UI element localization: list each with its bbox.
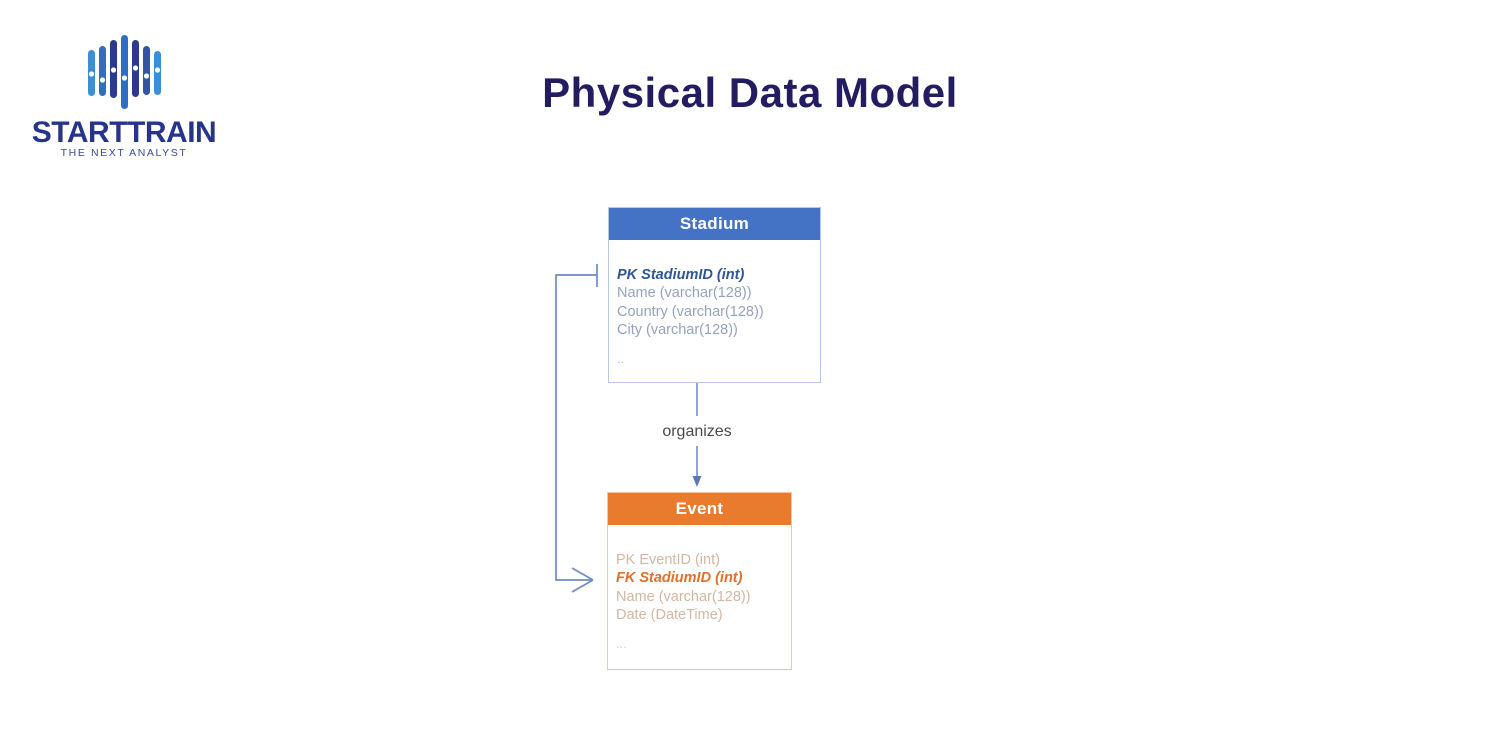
field-event-name: Name (varchar(128)) — [616, 588, 751, 605]
entity-stadium-fields: PK StadiumID (int) Name (varchar(128)) C… — [609, 240, 820, 378]
field-stadium-pk: PK StadiumID (int) — [617, 267, 745, 283]
barcode-bars-logo-icon — [86, 34, 170, 112]
field-event-date: Date (DateTime) — [616, 607, 723, 624]
relationship-label-organizes: organizes — [662, 423, 732, 440]
brand-wordmark: STARTTRAIN — [31, 116, 217, 149]
field-stadium-more: .. — [617, 350, 625, 366]
field-event-fk: FK StadiumID (int) — [616, 570, 743, 587]
fk-relationship-line — [555, 274, 597, 581]
page-title: Physical Data Model — [542, 69, 958, 116]
entity-stadium-title: Stadium — [609, 208, 820, 240]
crows-foot-upper — [571, 567, 594, 581]
entity-stadium[interactable]: Stadium PK StadiumID (int) Name (varchar… — [608, 207, 821, 383]
field-stadium-city: City (varchar(128)) — [617, 322, 738, 339]
brand-logo: STARTTRAIN THE NEXT ANALYST — [24, 30, 224, 162]
entity-event-fields: PK EventID (int) FK StadiumID (int) Name… — [608, 525, 791, 663]
field-stadium-name: Name (varchar(128)) — [617, 285, 752, 302]
field-event-more: ... — [616, 635, 627, 651]
entity-event[interactable]: Event PK EventID (int) FK StadiumID (int… — [607, 492, 792, 670]
field-event-pk: PK EventID (int) — [616, 552, 720, 568]
field-stadium-country: Country (varchar(128)) — [617, 303, 764, 320]
entity-event-title: Event — [608, 493, 791, 525]
brand-tagline: THE NEXT ANALYST — [60, 147, 188, 159]
crows-foot-lower — [571, 579, 594, 593]
organizes-arrowhead — [692, 476, 702, 487]
